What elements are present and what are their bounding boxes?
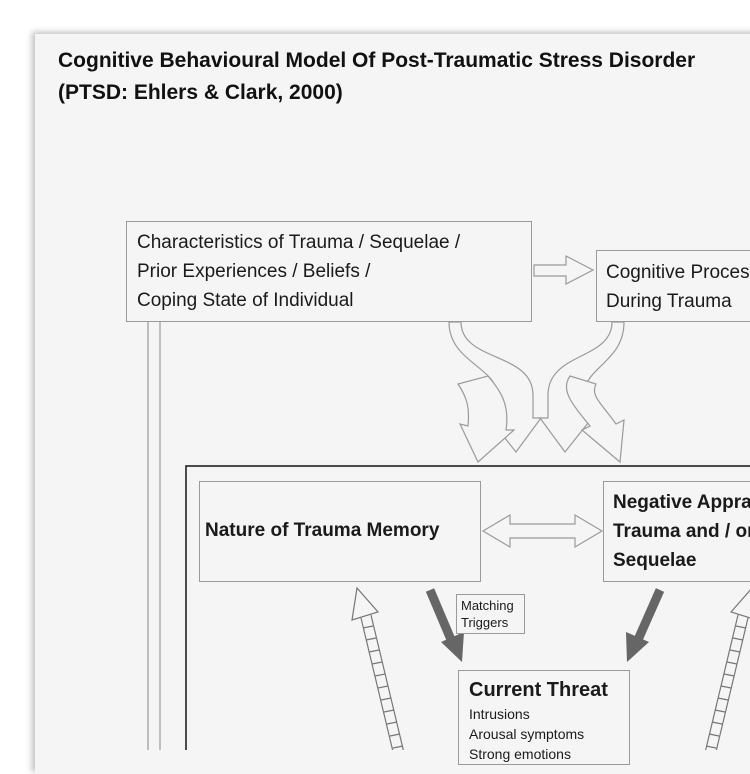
current-threat-item-emotions: Strong emotions	[469, 746, 571, 762]
matching-triggers-line-1: Matching	[461, 598, 514, 613]
inner-model-frame	[185, 465, 750, 750]
current-threat-heading: Current Threat	[469, 679, 608, 701]
negative-appraisals-line-1: Negative Appraisals of	[613, 492, 750, 513]
diagram-title: Cognitive Behavioural Model Of Post-Trau…	[58, 45, 695, 109]
arrow-memory-to-threat-head	[441, 632, 464, 662]
arrow-into-memory	[457, 375, 516, 463]
title-line-2: (PTSD: Ehlers & Clark, 2000)	[58, 81, 343, 104]
ladder-arrow-right	[705, 589, 750, 750]
negative-appraisals-box: Negative Appraisals of Trauma and / or i…	[603, 481, 750, 582]
characteristics-line-1: Characteristics of Trauma / Sequelae /	[137, 232, 461, 253]
nature-of-trauma-memory-box: Nature of Trauma Memory	[199, 481, 481, 582]
matching-triggers-label: Matching Triggers	[456, 594, 525, 634]
cognitive-processing-line-1: Cognitive Processing	[606, 262, 750, 283]
arrow-into-appraisals	[565, 375, 625, 464]
nature-of-trauma-memory-label: Nature of Trauma Memory	[205, 520, 440, 541]
title-line-1: Cognitive Behavioural Model Of Post-Trau…	[58, 49, 696, 72]
diagram-connectors	[147, 255, 750, 750]
arrow-memory-appraisals-bidirectional	[481, 513, 604, 549]
characteristics-line-2: Prior Experiences / Beliefs /	[137, 261, 371, 282]
arrow-characteristics-to-appraisals	[448, 321, 543, 453]
cognitive-processing-line-2: During Trauma	[606, 291, 732, 312]
ladder-arrow-left	[351, 586, 404, 750]
negative-appraisals-line-2: Trauma and / or its	[613, 521, 750, 542]
current-threat-box: Current Threat Intrusions Arousal sympto…	[458, 670, 630, 765]
cognitive-processing-box: Cognitive Processing During Trauma	[596, 250, 750, 322]
negative-appraisals-line-3: Sequelae	[613, 550, 697, 571]
current-threat-item-intrusions: Intrusions	[469, 706, 530, 722]
characteristics-box: Characteristics of Trauma / Sequelae / P…	[126, 221, 532, 322]
arrow-appraisals-to-threat-shaft	[632, 588, 665, 644]
arrow-memory-to-threat-shaft	[425, 588, 457, 644]
matching-triggers-line-2: Triggers	[461, 615, 509, 630]
current-threat-item-arousal: Arousal symptoms	[469, 726, 585, 742]
arrow-appraisals-to-threat-head	[626, 632, 649, 662]
arrow-characteristics-to-processing	[533, 255, 595, 285]
characteristics-line-3: Coping State of Individual	[137, 290, 354, 311]
